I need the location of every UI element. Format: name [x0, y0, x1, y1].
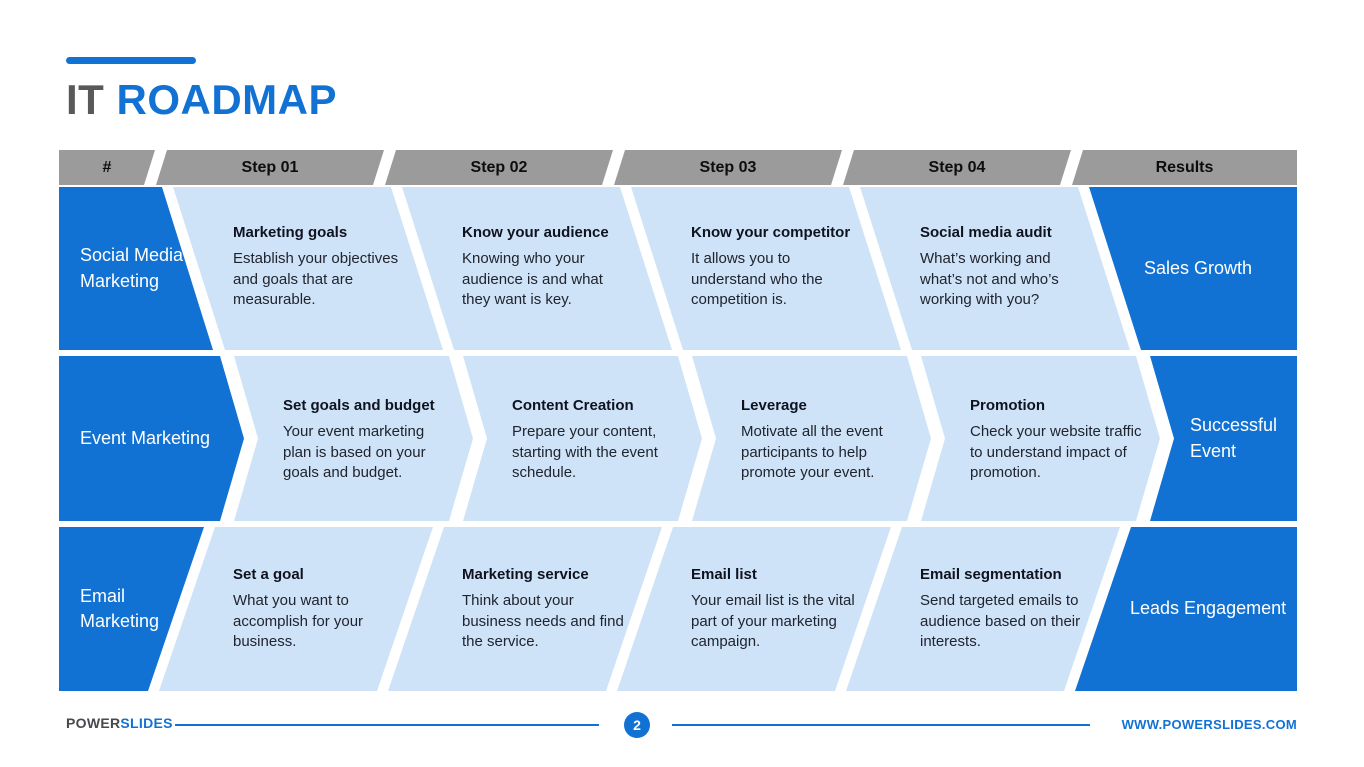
step-body: It allows you to understand who the comp…: [691, 250, 823, 308]
result-text: Sales Growth: [1144, 257, 1253, 278]
step-title: Know your competitor: [691, 224, 851, 241]
step-body: Your email list is the vital part of you…: [691, 592, 855, 650]
step-body: Prepare your content, starting with the …: [512, 423, 658, 481]
step-title: Marketing service: [462, 566, 589, 583]
row-label-text: Email Marketing: [80, 585, 160, 631]
page-number: 2: [633, 717, 641, 733]
step-cell-row1-step4: Social media audit What’s working and wh…: [860, 187, 1130, 350]
step-cell-row2-step4: Promotion Check your website traffic to …: [921, 356, 1160, 521]
column-header-step-03-label: Step 03: [699, 158, 757, 176]
column-header-results-label: Results: [1155, 158, 1214, 176]
footer-divider-right: [672, 724, 1090, 726]
step-cell-row3-step3: Email list Your email list is the vital …: [617, 527, 891, 691]
page-title: IT ROADMAP: [66, 76, 337, 123]
step-title: Marketing goals: [233, 224, 348, 241]
column-header-step-02: Step 02: [385, 150, 613, 185]
column-header-step-04-label: Step 04: [928, 158, 986, 176]
page-title-prefix: IT: [66, 76, 105, 123]
step-body: Check your website traffic to understand…: [970, 423, 1142, 481]
step-body: What’s working and what’s not and who’s …: [920, 250, 1059, 308]
step-cell-row3-step1: Set a goal What you want to accomplish f…: [159, 527, 433, 691]
step-body: Motivate all the event participants to h…: [741, 423, 883, 481]
page-title-accent: ROADMAP: [116, 76, 337, 123]
step-title: Email list: [691, 566, 757, 583]
step-body: Send targeted emails to audience based o…: [920, 592, 1081, 650]
step-title: Leverage: [741, 397, 807, 414]
step-body: Think about your business needs and find…: [462, 592, 624, 650]
footer-brand-suffix: SLIDES: [120, 715, 173, 731]
step-title: Set a goal: [233, 566, 304, 583]
step-cell-row2-step2: Content Creation Prepare your content, s…: [463, 356, 702, 521]
step-title: Promotion: [970, 397, 1045, 414]
step-cell-row2-step3: Leverage Motivate all the event particip…: [692, 356, 931, 521]
step-body: Your event marketing plan is based on yo…: [283, 423, 426, 481]
footer-divider-left: [175, 724, 599, 726]
step-body: Establish your objectives and goals that…: [233, 250, 399, 308]
step-title: Know your audience: [462, 224, 609, 241]
footer-website-link[interactable]: WWW.POWERSLIDES.COM: [1121, 717, 1297, 732]
step-cell-row1-step3: Know your competitor It allows you to un…: [631, 187, 901, 350]
page-title-space: [104, 76, 116, 123]
result-cell-successful-event: Successful Event: [1150, 356, 1297, 521]
result-text: Leads Engagement: [1130, 598, 1287, 619]
column-header-results: Results: [1072, 150, 1297, 185]
step-cell-row1-step2: Know your audience Knowing who your audi…: [402, 187, 672, 350]
column-header-step-01-label: Step 01: [241, 158, 299, 176]
footer-brand-prefix: POWER: [66, 715, 121, 731]
step-title: Set goals and budget: [283, 397, 435, 414]
row-label-event-marketing: Event Marketing: [59, 356, 244, 521]
column-header-step-04: Step 04: [843, 150, 1071, 185]
column-header-step-02-label: Step 02: [470, 158, 528, 176]
step-title: Content Creation: [512, 397, 634, 414]
column-header-step-01: Step 01: [156, 150, 384, 185]
row-label-text: Event Marketing: [80, 427, 211, 448]
step-title: Social media audit: [920, 224, 1052, 241]
step-cell-row2-step1: Set goals and budget Your event marketin…: [234, 356, 473, 521]
step-body: Knowing who your audience is and what th…: [462, 250, 603, 308]
step-cell-row1-step1: Marketing goals Establish your objective…: [173, 187, 443, 350]
column-header-step-03: Step 03: [614, 150, 842, 185]
page-number-badge: 2: [624, 712, 650, 738]
step-body: What you want to accomplish for your bus…: [233, 592, 364, 650]
title-accent-bar: [66, 57, 196, 64]
column-header-number-label: #: [102, 158, 112, 176]
footer-brand-logo: POWERSLIDES: [66, 715, 173, 731]
result-text: Successful Event: [1190, 415, 1278, 461]
column-header-number: #: [59, 150, 155, 185]
step-cell-row3-step4: Email segmentation Send targeted emails …: [846, 527, 1120, 691]
step-cell-row3-step2: Marketing service Think about your busin…: [388, 527, 662, 691]
step-title: Email segmentation: [920, 566, 1062, 583]
row-label-text: Social Media Marketing: [80, 245, 184, 291]
